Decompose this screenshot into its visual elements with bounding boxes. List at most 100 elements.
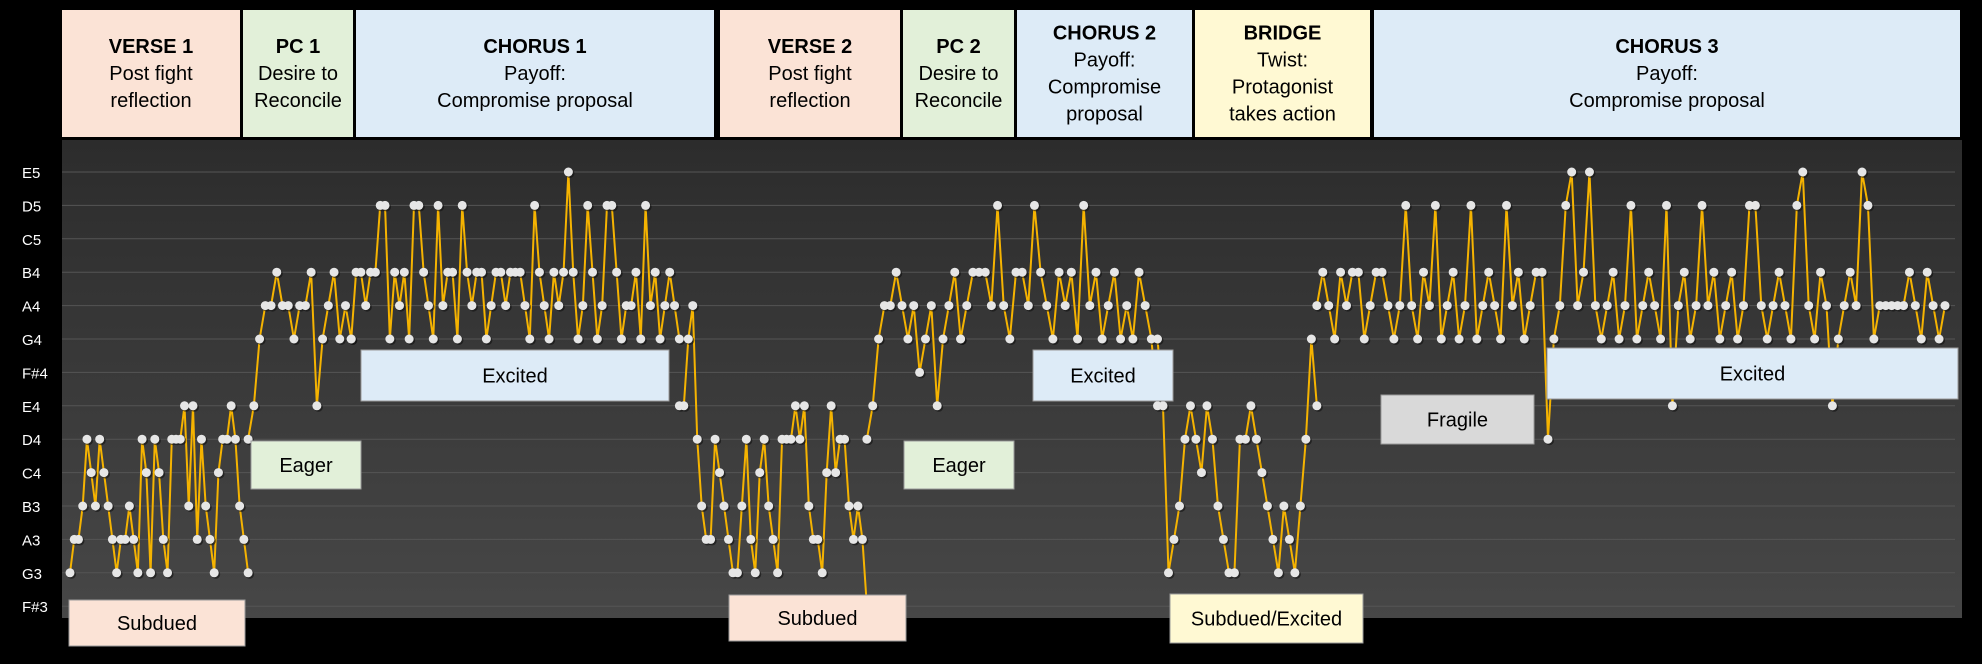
data-point [1567, 167, 1577, 177]
data-point [1180, 434, 1190, 444]
y-tick-label: D4 [22, 432, 41, 449]
data-point [999, 301, 1009, 311]
data-point [1442, 301, 1452, 311]
data-point [1036, 267, 1046, 277]
mood-label: Subdued/Excited [1169, 593, 1364, 644]
y-tick-label: C4 [22, 466, 41, 483]
data-point [795, 434, 805, 444]
data-point [822, 468, 832, 478]
data-point [1584, 167, 1594, 177]
data-point [306, 267, 316, 277]
data-point [95, 434, 105, 444]
data-point [65, 568, 75, 578]
mood-label-text: Subdued [117, 613, 197, 635]
data-point [433, 200, 443, 210]
series-segment [1153, 334, 1323, 579]
data-point [335, 334, 345, 344]
series-segment [346, 167, 686, 345]
data-point [1804, 301, 1814, 311]
data-point [1202, 401, 1212, 411]
data-point [719, 501, 729, 511]
section-header-box [243, 10, 353, 137]
data-point [501, 301, 511, 311]
mood-label: Eager [903, 440, 1015, 490]
data-point [1709, 267, 1719, 277]
y-tick-label: E5 [22, 165, 40, 182]
data-point [1262, 501, 1272, 511]
data-point [1185, 401, 1195, 411]
data-point [1904, 267, 1914, 277]
mood-label-box [1169, 593, 1364, 644]
data-point [1691, 301, 1701, 311]
data-point [1042, 301, 1052, 311]
data-point [1424, 301, 1434, 311]
data-point [592, 334, 602, 344]
data-point [1899, 301, 1909, 311]
data-point [1257, 468, 1267, 478]
data-point [1229, 568, 1239, 578]
data-point [1916, 334, 1926, 344]
data-point [679, 401, 689, 411]
data-point [1011, 267, 1021, 277]
mood-label-text: Eager [932, 455, 986, 477]
data-point [1336, 267, 1346, 277]
y-tick-label: G3 [22, 566, 42, 583]
data-point [133, 568, 143, 578]
data-point [950, 267, 960, 277]
data-point [840, 434, 850, 444]
data-point [1792, 200, 1802, 210]
data-point [1656, 334, 1666, 344]
section-title: PC 2 [936, 36, 980, 58]
data-point [515, 267, 525, 277]
section-header-box [1195, 10, 1370, 137]
data-point [1798, 167, 1808, 177]
data-point [885, 301, 895, 311]
y-tick-label: B4 [22, 265, 40, 282]
data-point [670, 301, 680, 311]
data-point [568, 267, 578, 277]
data-point [1240, 434, 1250, 444]
y-tick-label: C5 [22, 232, 41, 249]
data-point [732, 568, 742, 578]
data-point [1213, 501, 1223, 511]
data-point [385, 334, 395, 344]
data-point [755, 468, 765, 478]
data-point [520, 301, 530, 311]
mood-label-text: Eager [279, 455, 333, 477]
data-point [612, 267, 622, 277]
data-point [283, 301, 293, 311]
data-point [1715, 334, 1725, 344]
data-point [129, 534, 139, 544]
data-point [1122, 301, 1132, 311]
data-point [1353, 267, 1363, 277]
data-point [534, 267, 544, 277]
data-point [1454, 334, 1464, 344]
data-point [1513, 267, 1523, 277]
data-point [1922, 267, 1932, 277]
data-point [1191, 434, 1201, 444]
data-point [932, 401, 942, 411]
data-point [154, 468, 164, 478]
data-point [641, 200, 651, 210]
y-tick-label: A3 [22, 532, 40, 549]
data-point [891, 267, 901, 277]
data-point [1839, 301, 1849, 311]
data-point [1091, 267, 1101, 277]
data-point [1295, 501, 1305, 511]
section-subtitle: Protagonist [1232, 77, 1334, 99]
data-point [1590, 301, 1600, 311]
data-point [1312, 301, 1322, 311]
data-point [1284, 534, 1294, 544]
data-point [486, 301, 496, 311]
mood-label-text: Excited [1720, 364, 1786, 386]
data-point [255, 334, 265, 344]
data-point [588, 267, 598, 277]
data-point [773, 568, 783, 578]
data-point [1306, 334, 1316, 344]
data-point [370, 267, 380, 277]
data-point [563, 167, 573, 177]
